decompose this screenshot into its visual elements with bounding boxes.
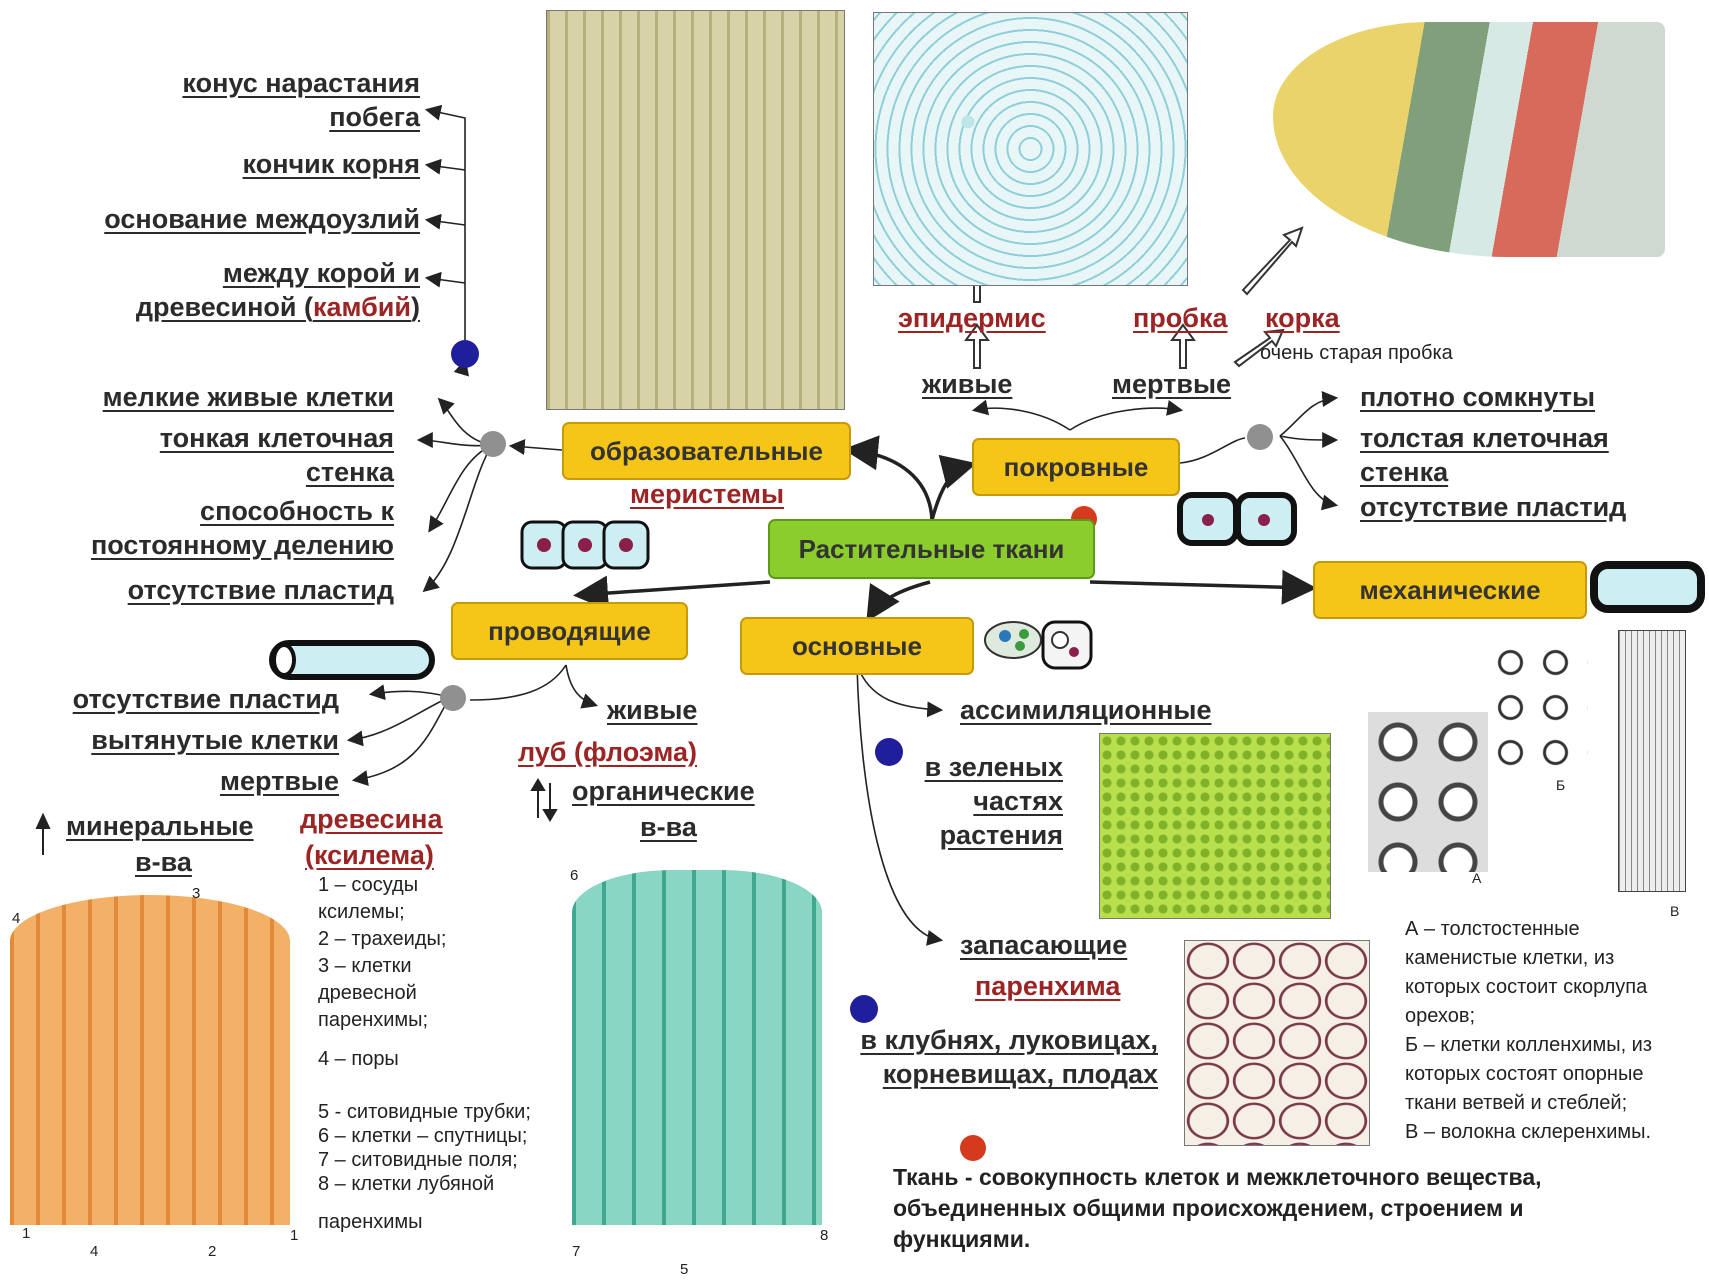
cover-feature-no-plastids: отсутствие пластид [1360, 490, 1626, 524]
bark-note: очень старая пробка [1260, 340, 1453, 367]
meristem-feature-thin-wall-2: стенка [306, 455, 394, 489]
cover-feature-thick-wall-1: толстая клеточная [1360, 421, 1609, 455]
loc-shoot-tip-2: побега [329, 100, 420, 134]
green-parts-3: растения [940, 818, 1063, 852]
cambium-label: камбий [313, 292, 411, 322]
conductive-feature-elongated: вытянутые клетки [91, 723, 339, 757]
conductive-node[interactable]: проводящие [451, 602, 688, 660]
assimilation-label: ассимиляционные [960, 693, 1212, 727]
cork-label: пробка [1133, 301, 1228, 335]
conductive-living-label: живые [607, 693, 697, 727]
conductive-feature-no-plastids: отсутствие пластид [73, 682, 339, 716]
organic-label-1: органические [572, 774, 755, 808]
mechanical-legend: А – толстостенные каменистые клетки, из … [1405, 915, 1652, 1147]
meristem-feature-division-2: постоянному делению [91, 528, 394, 562]
gray-dot-meristem [480, 431, 506, 457]
loc-between-bark-2: древесиной (камбий) [136, 290, 420, 324]
cover-feature-tight: плотно сомкнуты [1360, 380, 1595, 414]
phloem-legend: 5 - ситовидные трубки; 6 – клетки – спут… [318, 1100, 531, 1234]
conductive-feature-dead: мертвые [220, 764, 339, 798]
gray-dot-conductive [440, 685, 466, 711]
storage-label: запасающие [960, 928, 1127, 962]
epidermis-label: эпидермис [898, 301, 1046, 335]
phloem-label: луб (флоэма) [518, 735, 697, 769]
tubers-label-2: корневищах, плодах [883, 1057, 1158, 1091]
organic-label-2: в-ва [640, 810, 697, 844]
red-dot-definition [960, 1135, 986, 1161]
blue-dot-green-parts [875, 738, 903, 766]
tubers-label-1: в клубнях, луковицах, [860, 1023, 1158, 1057]
meristem-feature-small-cells: мелкие живые клетки [103, 380, 394, 414]
cover-dead-label: мертвые [1112, 367, 1231, 401]
green-parts-2: частях [973, 784, 1063, 818]
meristem-feature-no-plastids: отсутствие пластид [128, 573, 394, 607]
central-node[interactable]: Растительные ткани [768, 519, 1095, 579]
parenchyma-label: паренхима [975, 969, 1120, 1003]
xylem-legend: 1 – сосуды ксилемы; 2 – трахеиды; 3 – кл… [318, 872, 446, 1073]
cover-node[interactable]: покровные [972, 438, 1180, 496]
blue-dot-tubers [850, 995, 878, 1023]
mineral-label-2: в-ва [135, 845, 192, 879]
xylem-label-1: древесина [300, 802, 443, 836]
basic-node[interactable]: основные [740, 617, 974, 675]
mineral-label-1: минеральные [66, 809, 254, 843]
gray-dot-cover [1247, 424, 1273, 450]
green-parts-1: в зеленых [925, 750, 1063, 784]
meristem-sublabel: меристемы [630, 477, 784, 511]
cover-living-label: живые [922, 367, 1012, 401]
blue-dot-meristem [451, 340, 479, 368]
meristem-feature-thin-wall-1: тонкая клеточная [160, 421, 394, 455]
loc-between-bark-1: между корой и [223, 256, 420, 290]
mechanical-node[interactable]: механические [1313, 561, 1587, 619]
loc-internode-base: основание междоузлий [104, 202, 420, 236]
bark-label: корка [1265, 301, 1340, 335]
cover-feature-thick-wall-2: стенка [1360, 455, 1448, 489]
xylem-label-2: (ксилема) [305, 838, 434, 872]
tissue-definition: Ткань - совокупность клеток и межклеточн… [893, 1162, 1542, 1255]
loc-shoot-tip-1: конус нарастания [182, 66, 420, 100]
meristem-node[interactable]: образовательные [562, 422, 851, 480]
loc-root-tip: кончик корня [243, 147, 420, 181]
meristem-feature-division-1: способность к [200, 494, 394, 528]
